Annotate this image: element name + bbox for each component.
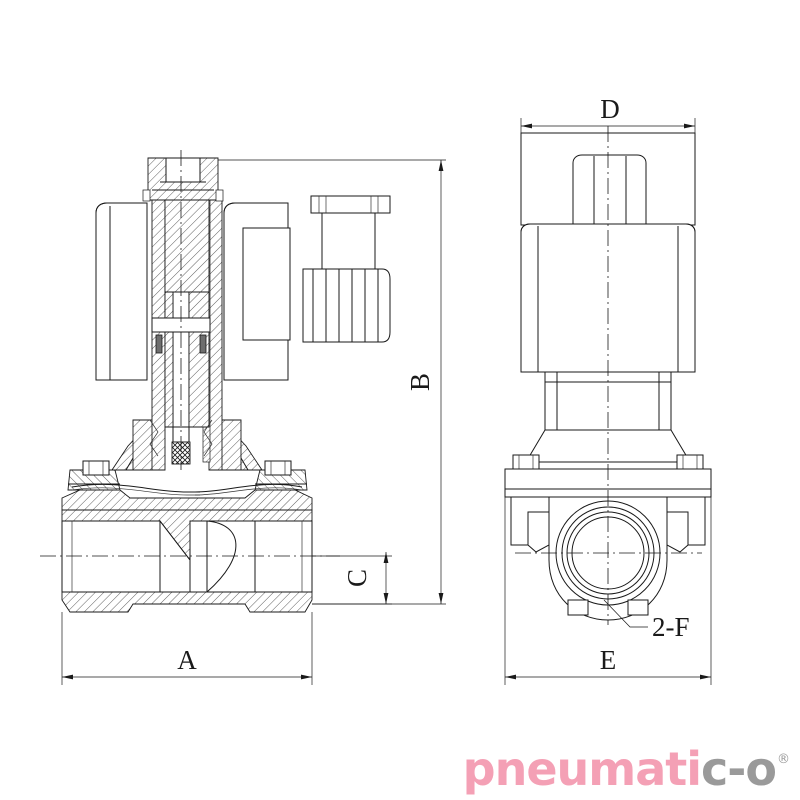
- flange-bolt-left: [82, 460, 110, 476]
- dimension-E: E: [504, 497, 712, 685]
- coil-housing-right: [223, 202, 291, 381]
- dimension-C: C: [312, 552, 392, 605]
- port-callout-label: 2-F: [652, 612, 690, 642]
- registered-trademark-icon: ®: [777, 752, 790, 767]
- flange-bolt-side-left: [512, 454, 540, 470]
- dimension-A: A: [61, 612, 313, 685]
- gland-ribs: [312, 269, 379, 342]
- plunger-tube-section: [149, 196, 223, 471]
- logo-text-primary: pneumati: [462, 742, 702, 796]
- dimension-label-A: A: [177, 645, 197, 675]
- flange-bolt-side-right: [676, 454, 704, 470]
- valve-body-section: [61, 469, 313, 613]
- flange-bolt-right: [264, 460, 292, 476]
- view-front-section: A B C: [40, 150, 446, 685]
- coil-housing: [95, 202, 148, 381]
- electrical-connector: [302, 195, 391, 343]
- dimension-label-D: D: [600, 94, 620, 124]
- dimension-label-C: C: [342, 569, 372, 587]
- dimension-label-E: E: [600, 645, 617, 675]
- logo-text-secondary: c-o: [701, 742, 777, 796]
- port-callout-2F: 2-F: [603, 599, 690, 642]
- dimension-label-B: B: [405, 373, 435, 391]
- top-cap-section: [142, 157, 224, 202]
- brand-logo: pneumati c-o ®: [463, 746, 790, 792]
- dimension-D: D: [520, 94, 696, 133]
- view-side: D E 2-F: [504, 94, 712, 685]
